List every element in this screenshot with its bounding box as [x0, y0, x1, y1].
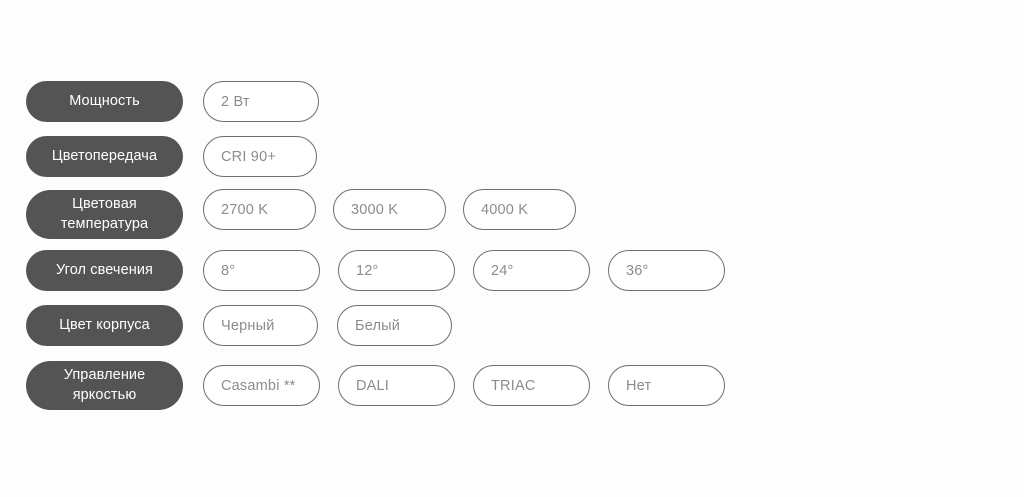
- option-group-color-temperature: 2700 K 3000 K 4000 K: [203, 189, 576, 230]
- row-label-power-text: Мощность: [69, 92, 140, 109]
- option-group-beam-angle: 8° 12° 24° 36°: [203, 250, 725, 291]
- option-pill-dimming-none[interactable]: Нет: [608, 365, 725, 406]
- option-pill-power-2w[interactable]: 2 Вт: [203, 81, 319, 122]
- option-pill-dimming-casambi[interactable]: Casambi **: [203, 365, 320, 406]
- option-pill-angle-36[interactable]: 36°: [608, 250, 725, 291]
- row-label-dimming-control-line1: Управление: [63, 367, 146, 384]
- option-pill-body-white[interactable]: Белый: [337, 305, 452, 346]
- option-pill-body-black[interactable]: Черный: [203, 305, 318, 346]
- row-label-color-temperature-line1: Цветовая: [72, 196, 137, 213]
- option-pill-cri-90plus[interactable]: CRI 90+: [203, 136, 317, 177]
- option-group-power: 2 Вт: [203, 81, 319, 122]
- row-label-beam-angle-text: Угол свечения: [55, 261, 153, 278]
- option-pill-angle-12[interactable]: 12°: [338, 250, 455, 291]
- option-pill-cct-3000k[interactable]: 3000 K: [333, 189, 446, 230]
- option-pill-dimming-triac[interactable]: TRIAC: [473, 365, 590, 406]
- row-label-dimming-control-line2: яркостью: [72, 386, 137, 403]
- option-pill-cct-2700k[interactable]: 2700 K: [203, 189, 316, 230]
- row-label-body-color-text: Цвет корпуса: [59, 316, 150, 333]
- row-label-color-rendering-text: Цветопередача: [51, 147, 158, 164]
- row-label-body-color: Цвет корпуса: [26, 305, 183, 346]
- row-label-beam-angle: Угол свечения: [26, 250, 183, 291]
- option-pill-dimming-dali[interactable]: DALI: [338, 365, 455, 406]
- option-pill-cct-4000k[interactable]: 4000 K: [463, 189, 576, 230]
- row-label-color-temperature-text: Цветовая температура: [61, 195, 148, 233]
- row-label-color-temperature: Цветовая температура: [26, 190, 183, 239]
- row-label-dimming-control: Управление яркостью: [26, 361, 183, 410]
- row-label-color-rendering: Цветопередача: [26, 136, 183, 177]
- row-label-power: Мощность: [26, 81, 183, 122]
- row-label-dimming-control-text: Управление яркостью: [64, 366, 146, 404]
- option-pill-angle-8[interactable]: 8°: [203, 250, 320, 291]
- option-pill-angle-24[interactable]: 24°: [473, 250, 590, 291]
- option-group-color-rendering: CRI 90+: [203, 136, 317, 177]
- option-group-dimming-control: Casambi ** DALI TRIAC Нет: [203, 365, 725, 406]
- option-group-body-color: Черный Белый: [203, 305, 452, 346]
- row-label-color-temperature-line2: температура: [60, 215, 149, 232]
